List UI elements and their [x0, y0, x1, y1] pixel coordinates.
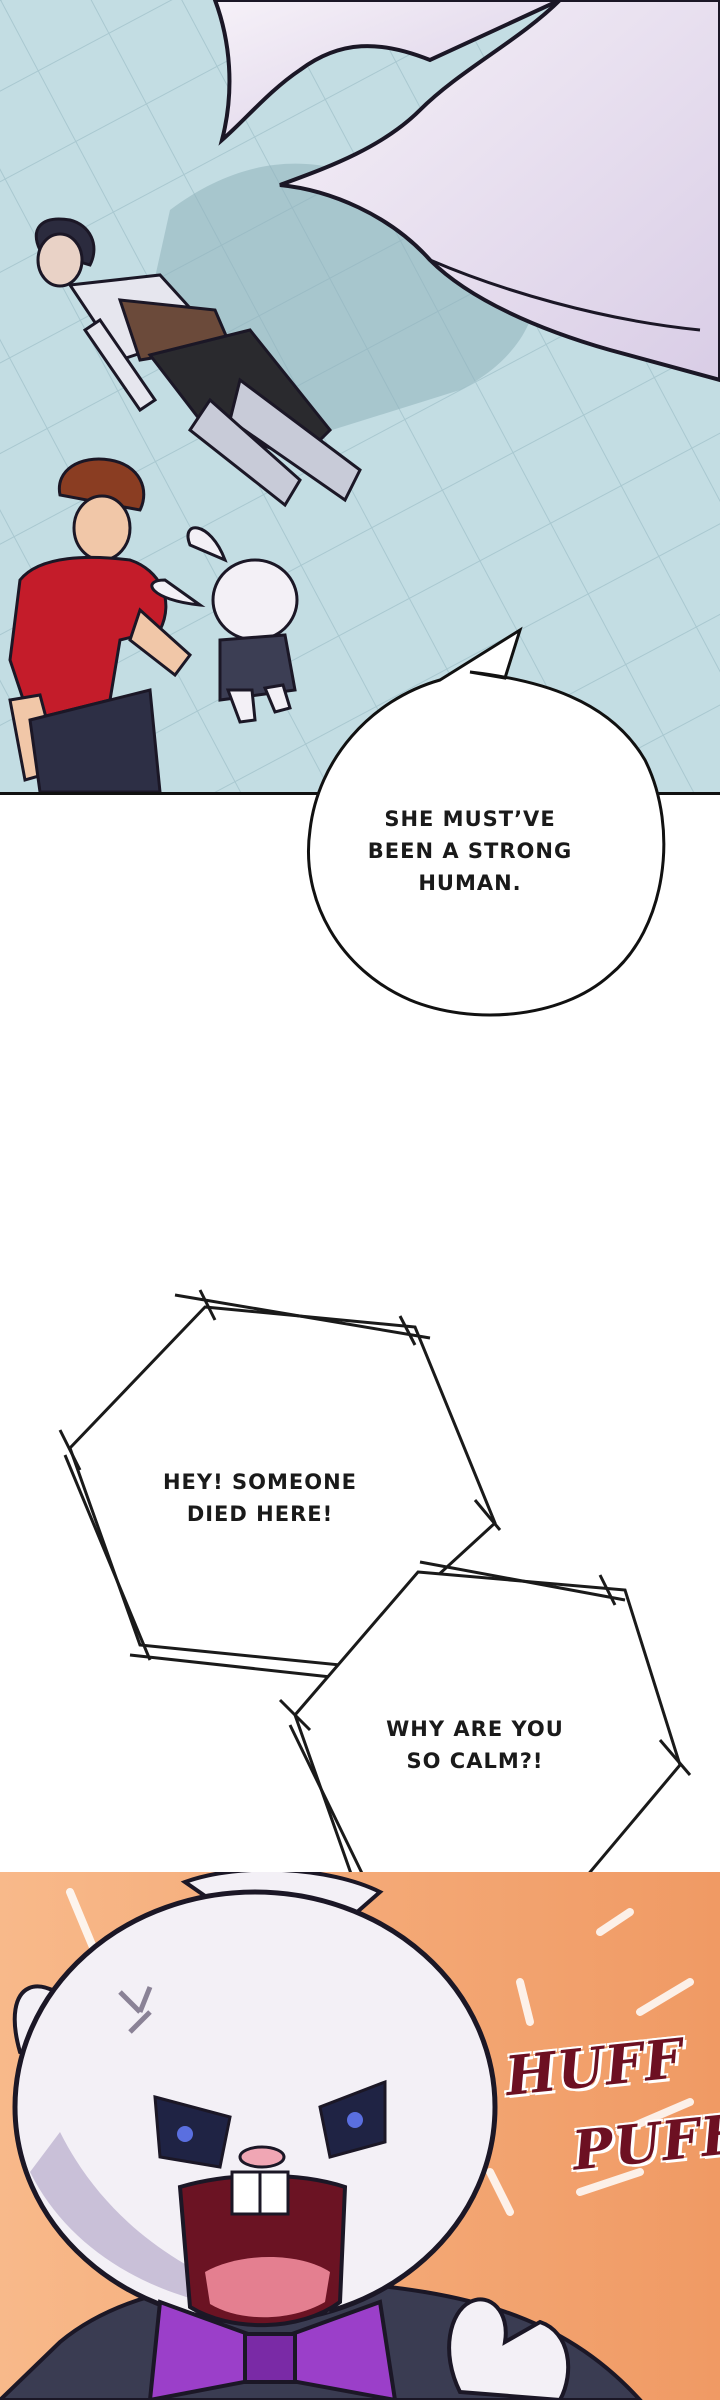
scene-hall	[0, 0, 720, 792]
fallen-woman	[34, 217, 362, 508]
scene-bunny-closeup	[0, 1872, 720, 2400]
hex-frame-1-text: HEY! SOMEONE DIED HERE!	[150, 1466, 370, 1530]
bow-tie	[147, 2299, 398, 2400]
bubble-line: HUMAN.	[418, 871, 522, 895]
bubble-line: HEY! SOMEONE	[162, 1470, 357, 1494]
bubble-line: BEEN A STRONG	[367, 839, 573, 863]
bubble-line: DIED HERE!	[186, 1502, 334, 1526]
bubble-line: SO CALM?!	[406, 1749, 544, 1773]
small-bunny	[150, 526, 299, 724]
top-panel	[0, 0, 720, 795]
anger-vein-icon	[118, 1986, 153, 2034]
boy	[8, 457, 193, 792]
speed-lines	[66, 1888, 694, 2216]
hex-frame-2-text: WHY ARE YOU SO CALM?!	[370, 1713, 580, 1777]
bunny-tongue	[205, 2257, 330, 2318]
bubble-line: WHY ARE YOU	[386, 1717, 564, 1741]
pointing-paw	[447, 2297, 571, 2400]
giant-hand	[212, 0, 720, 383]
bunny-nose	[238, 2145, 286, 2169]
speech-bubble-1-text: SHE MUST’VE BEEN A STRONG HUMAN.	[360, 803, 580, 899]
bubble-line: SHE MUST’VE	[384, 807, 556, 831]
bunny-head-shade	[30, 2132, 330, 2314]
bottom-panel	[0, 1872, 720, 2400]
